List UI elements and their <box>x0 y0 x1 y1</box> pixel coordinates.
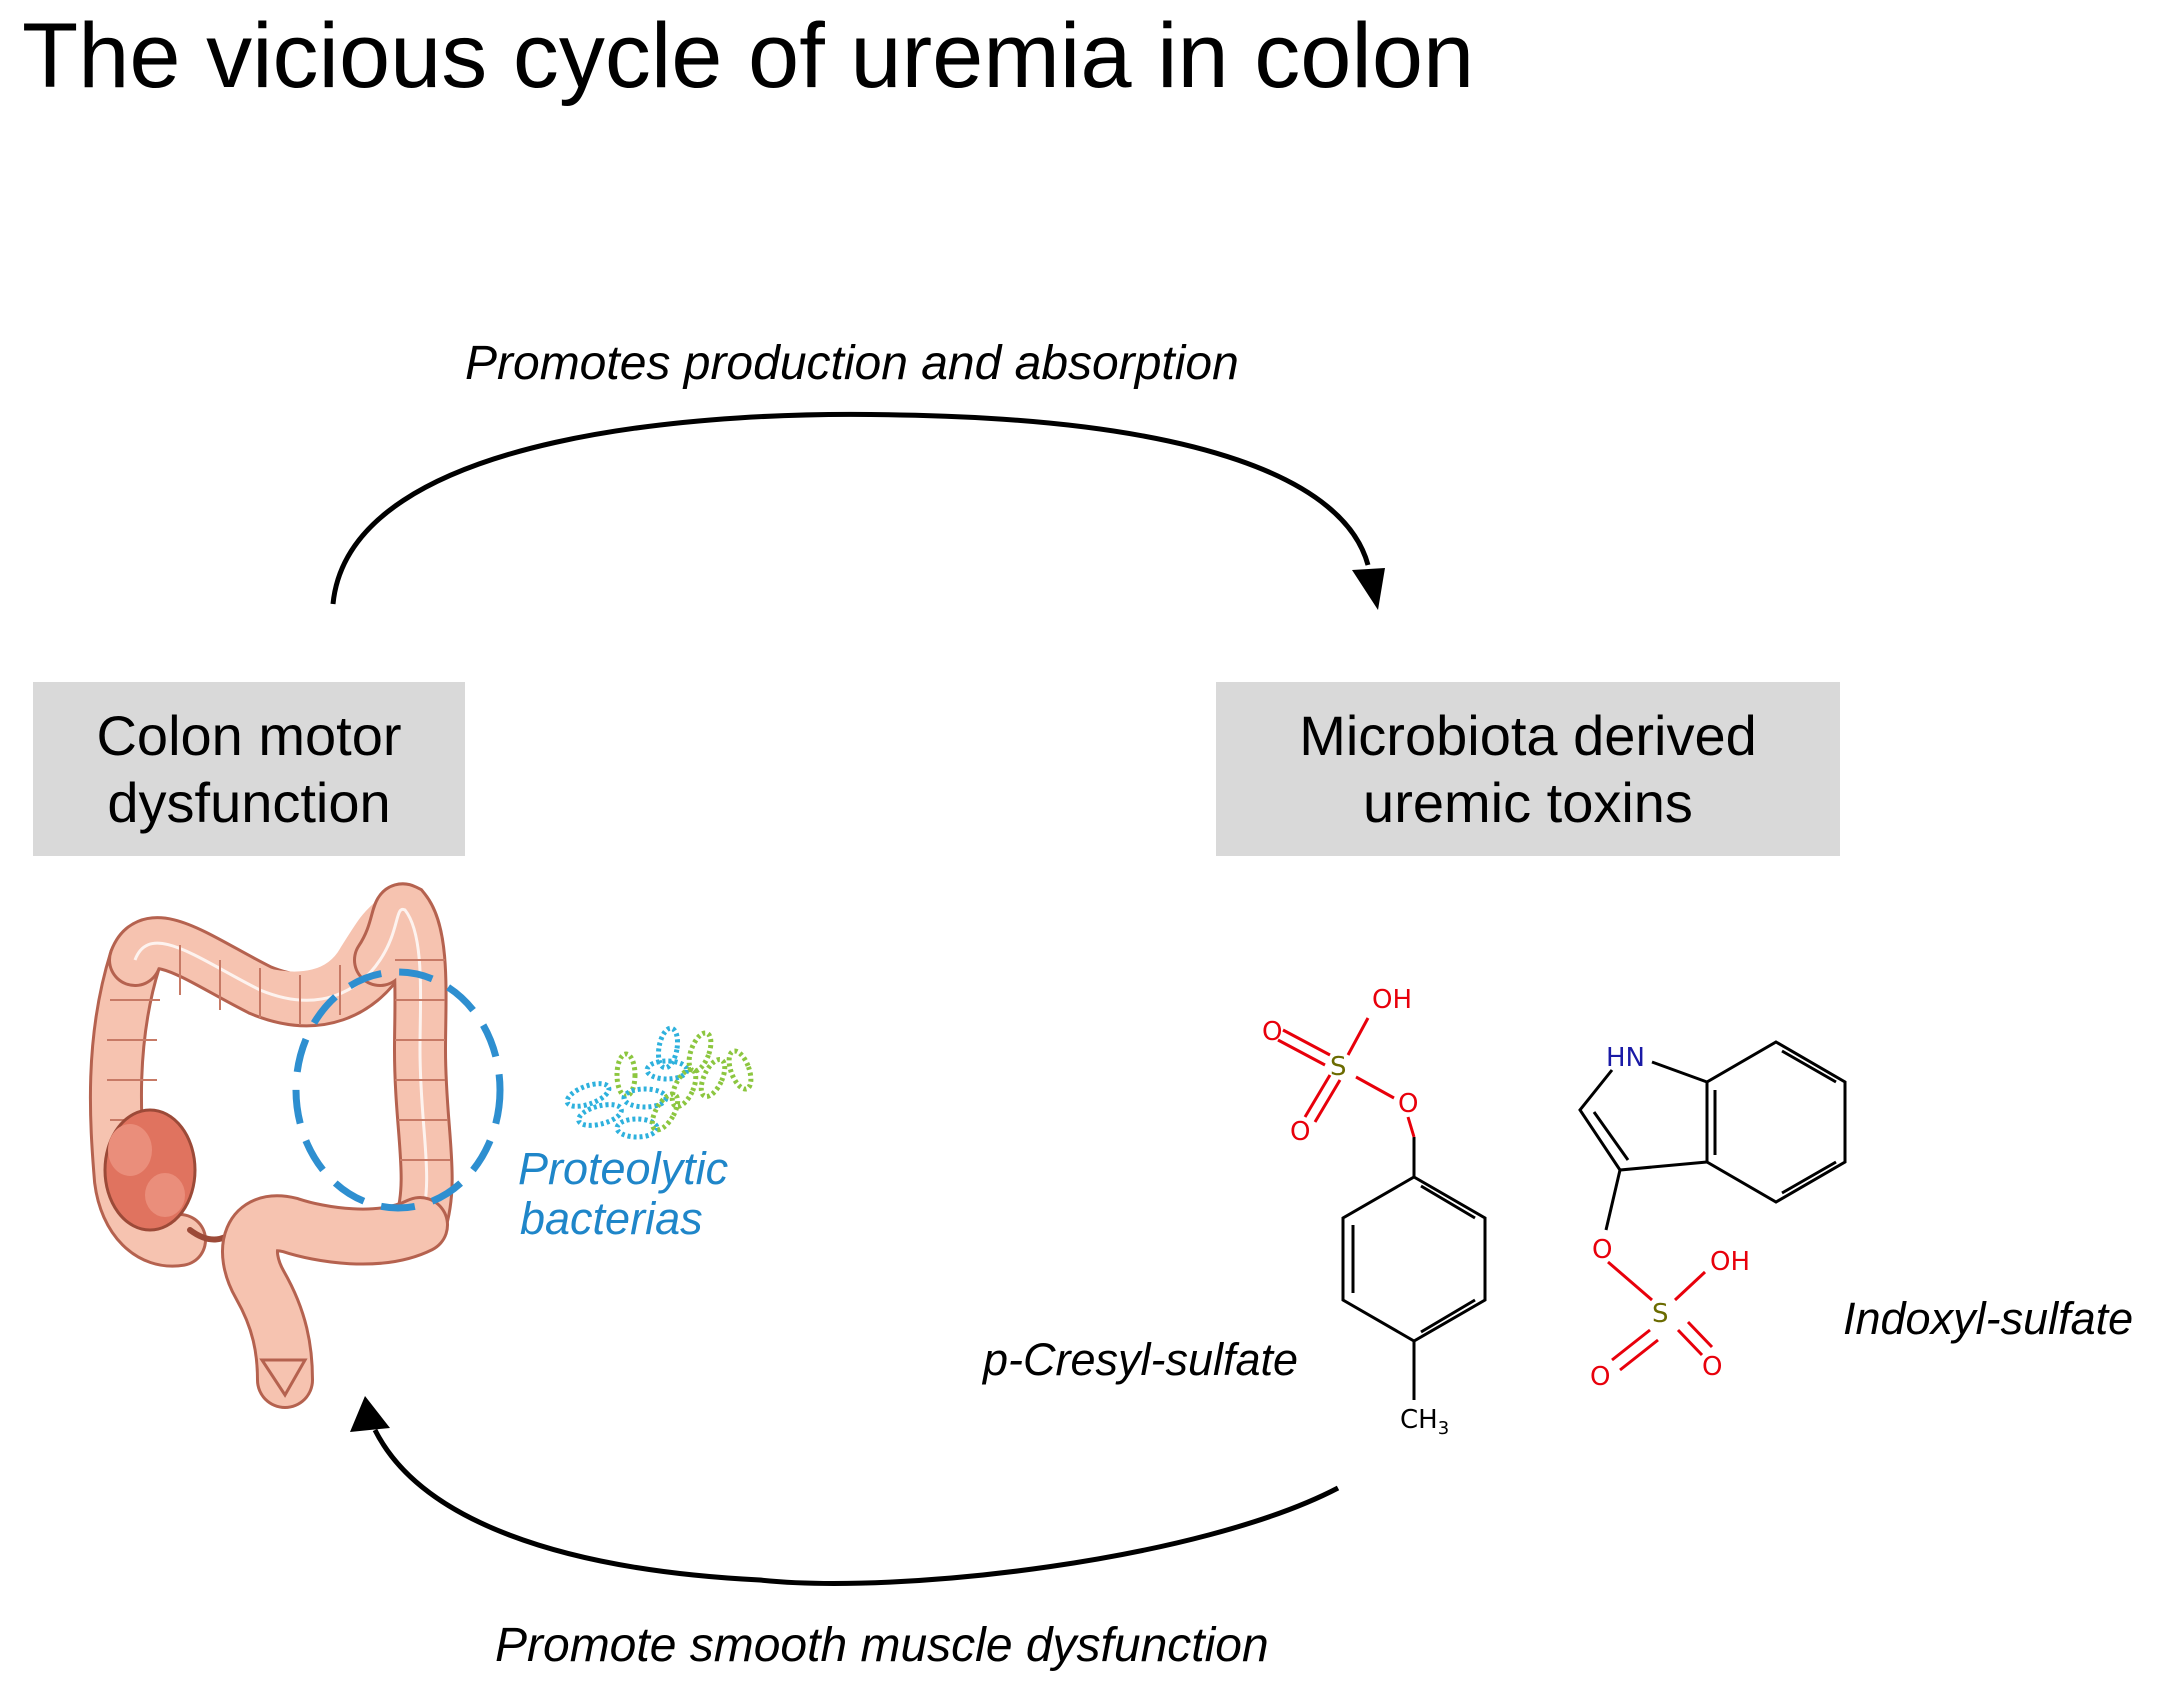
bottom-arrowhead <box>350 1396 390 1432</box>
toxin-box-line1: Microbiota derived <box>1299 703 1757 767</box>
cresyl-ch3-label: CH3 <box>1400 1405 1449 1439</box>
indoxyl-o1-label: O <box>1592 1235 1612 1265</box>
top-arrowhead <box>1352 568 1385 610</box>
colon-illustration <box>88 882 454 1409</box>
indoxyl-sulfate-structure <box>1578 1040 1847 1372</box>
cresyl-oh-label: OH <box>1372 985 1412 1015</box>
colon-box-line2: dysfunction <box>107 771 391 834</box>
indoxyl-hn-label: HN <box>1606 1043 1645 1073</box>
indoxyl-sulfate-label: Indoxyl-sulfate <box>1843 1293 2134 1344</box>
indoxyl-oh-label: OH <box>1710 1247 1750 1277</box>
bottom-arrow-label: Promote smooth muscle dysfunction <box>495 1619 1269 1672</box>
indoxyl-o2-label: O <box>1590 1362 1610 1392</box>
uremic-toxins-box: Microbiota derived uremic toxins <box>1216 682 1840 856</box>
top-arrow-label: Promotes production and absorption <box>465 337 1239 390</box>
top-cycle-arrow <box>330 411 1385 610</box>
page-title: The vicious cycle of uremia in colon <box>22 5 1475 107</box>
proteolytic-bacteria-label: Proteolytic bacterias <box>518 1144 728 1243</box>
colon-motor-dysfunction-box: Colon motor dysfunction <box>33 682 465 856</box>
cresyl-o3-label: O <box>1398 1089 1418 1119</box>
bottom-cycle-arrow <box>350 1396 1340 1586</box>
cresyl-o1-label: O <box>1262 1017 1282 1047</box>
cresyl-o2-label: O <box>1290 1117 1310 1147</box>
bacteria-cluster-icon <box>564 1025 754 1140</box>
indoxyl-s-label: S <box>1652 1299 1669 1329</box>
toxin-box-line2: uremic toxins <box>1363 771 1693 834</box>
cresyl-s-label: S <box>1330 1052 1347 1082</box>
indoxyl-o3-label: O <box>1702 1352 1722 1382</box>
bacteria-label-line1: Proteolytic <box>518 1143 729 1194</box>
bacteria-label-line2: bacterias <box>520 1192 703 1244</box>
colon-box-line1: Colon motor <box>96 703 402 767</box>
p-cresyl-sulfate-label: p-Cresyl-sulfate <box>983 1334 1299 1385</box>
dashed-highlight-ellipse <box>292 968 504 1212</box>
p-cresyl-sulfate-structure <box>1277 1017 1487 1400</box>
